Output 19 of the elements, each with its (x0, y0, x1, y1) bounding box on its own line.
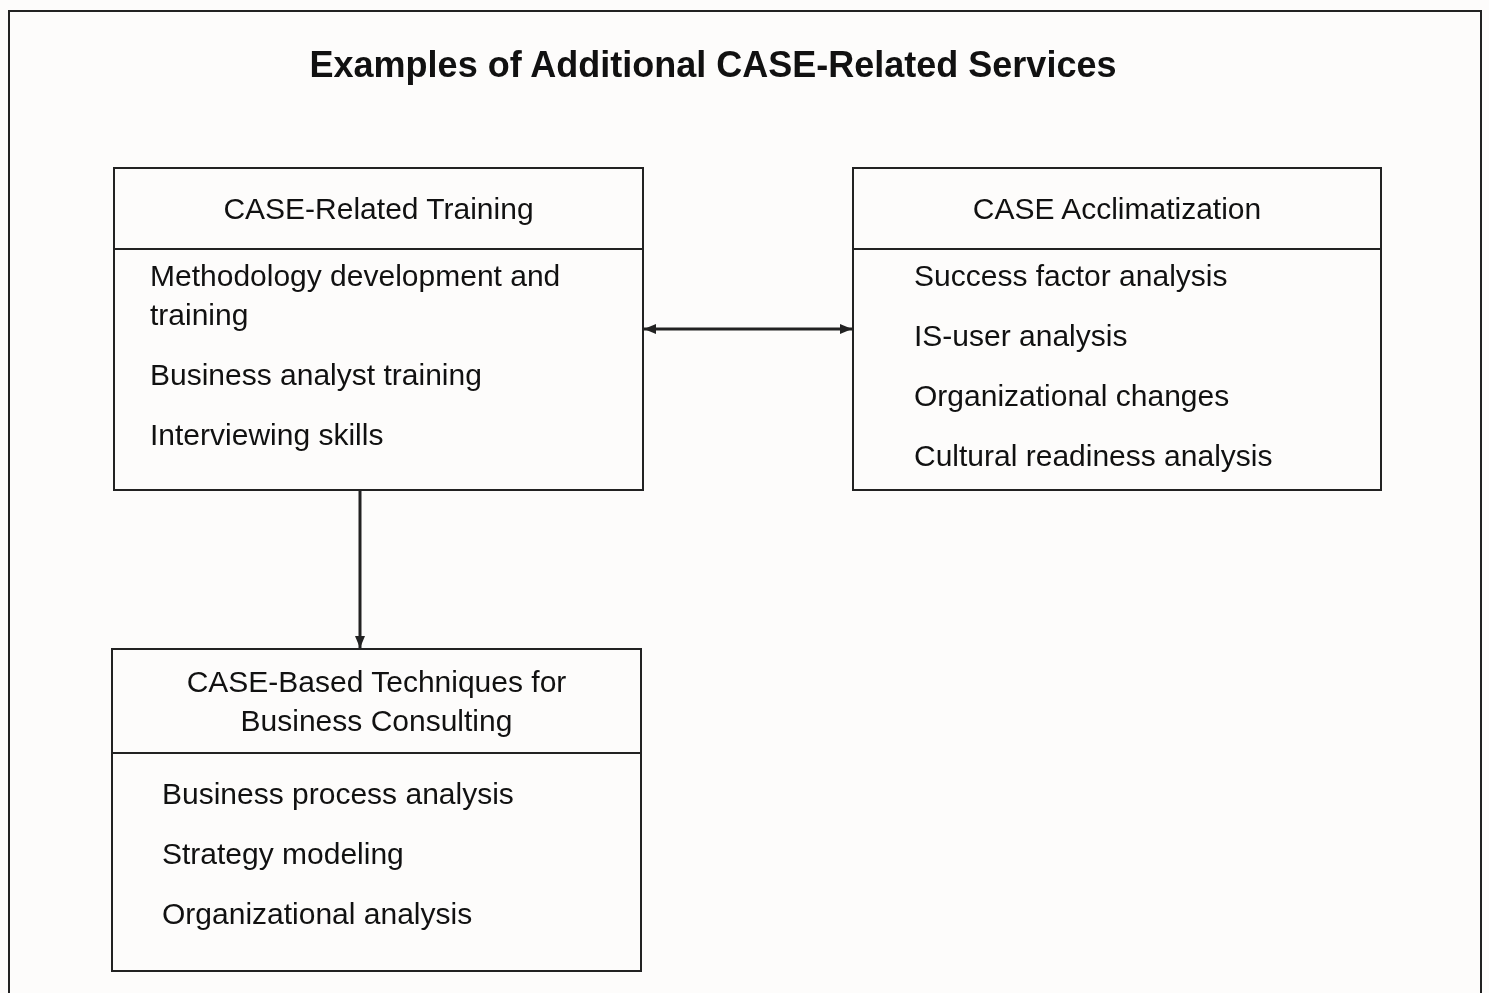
list-item: Methodology development and training (149, 258, 562, 333)
service-box (111, 648, 642, 972)
arrow (644, 324, 852, 334)
list-item: Success factor analysis (913, 258, 1229, 294)
list-item: Cultural readiness analysis (913, 438, 1274, 474)
list-item: IS-user analysis (913, 318, 1129, 354)
list-item: Business process analysis (161, 776, 515, 812)
list-item: Business analyst training (149, 357, 483, 393)
list-item: Strategy modeling (161, 836, 405, 872)
box-heading: CASE-Based Techniques for Business Consulting (113, 650, 640, 754)
diagram-title: Examples of Additional CASE-Related Services (308, 44, 1118, 86)
arrow (355, 491, 365, 648)
list-item: Organizational analysis (161, 896, 474, 932)
service-box (113, 167, 644, 491)
list-item: Organizational changes (913, 378, 1231, 414)
list-item: Interviewing skills (149, 417, 385, 453)
service-box (852, 167, 1382, 491)
box-heading: CASE Acclimatization (854, 169, 1380, 250)
box-heading: CASE-Related Training (115, 169, 642, 250)
